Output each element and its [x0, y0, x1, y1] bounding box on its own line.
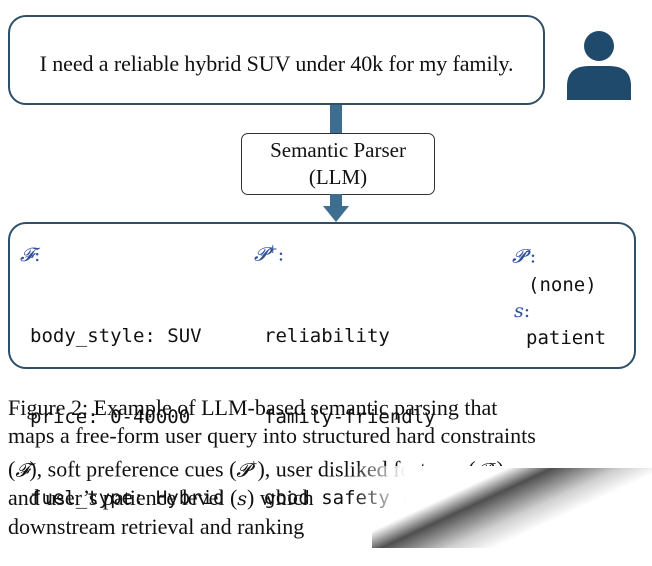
- soft-preferences-symbol: 𝓟+:: [254, 242, 285, 266]
- disliked-features-symbol: 𝓟-:: [512, 244, 537, 268]
- patience-value: patient: [526, 327, 607, 349]
- hard-constraints-symbol: 𝓕:: [20, 244, 41, 266]
- person-icon: [567, 31, 631, 100]
- constraint-line: fuel_type: Hybrid: [30, 487, 225, 509]
- figure-caption: Figure 2: Example of LLM-based semantic …: [8, 394, 644, 541]
- patience-symbol: s:: [514, 300, 531, 322]
- disliked-features-value: (none): [528, 274, 597, 296]
- caption-line: and user’s patience level (s) which: [8, 485, 314, 511]
- arrow-shaft-bottom: [330, 194, 342, 208]
- caption-line: Figure 2: Example of LLM-based semantic …: [8, 395, 498, 420]
- preference-line: family-friendly: [264, 406, 436, 428]
- constraint-line: body_style: SUV: [30, 325, 202, 347]
- parser-title: Semantic Parser: [270, 138, 406, 162]
- arrow-down-icon: [323, 206, 349, 222]
- caption-line: maps a free-form user query into structu…: [8, 423, 536, 448]
- parser-subtitle: (LLM): [308, 165, 368, 189]
- query-box: I need a reliable hybrid SUV under 40k f…: [8, 15, 545, 105]
- image-artifact-streak: [372, 468, 652, 548]
- constraint-line: price: 0-40000: [30, 406, 191, 428]
- semantic-parser-box: Semantic Parser (LLM): [241, 133, 435, 195]
- caption-line: downstream retrieval and ranking: [8, 514, 305, 540]
- preference-line: reliability: [264, 325, 390, 347]
- hard-constraints-list: body_style: SUV price: 0-40000 fuel_type…: [30, 269, 224, 566]
- query-text: I need a reliable hybrid SUV under 40k f…: [39, 51, 514, 76]
- arrow-shaft-top: [330, 105, 342, 135]
- parsed-output-box: 𝓕: body_style: SUV price: 0-40000 fuel_t…: [8, 222, 636, 509]
